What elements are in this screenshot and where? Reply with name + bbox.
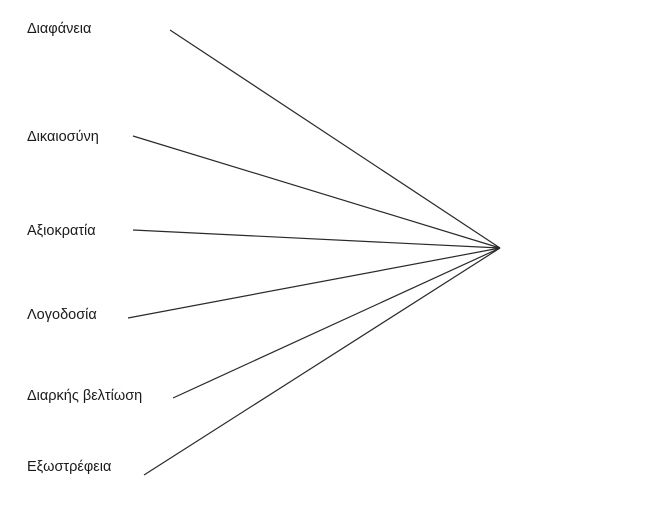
label-diafaneia: Διαφάνεια	[27, 21, 92, 37]
label-dikaiosyni: Δικαιοσύνη	[27, 129, 99, 145]
label-logodosia: Λογοδοσία	[27, 307, 97, 323]
connector-line-1	[169, 29, 501, 249]
connector-line-2	[132, 135, 501, 249]
label-axiokratia: Αξιοκρατία	[27, 223, 96, 239]
connector-line-5	[172, 247, 501, 399]
connector-line-6	[143, 247, 501, 476]
label-diarkis-veltiosi: Διαρκής βελτίωση	[27, 388, 143, 404]
connector-line-3	[132, 229, 501, 249]
label-exostrefeia: Εξωστρέφεια	[27, 459, 112, 475]
connector-line-4	[127, 247, 501, 319]
